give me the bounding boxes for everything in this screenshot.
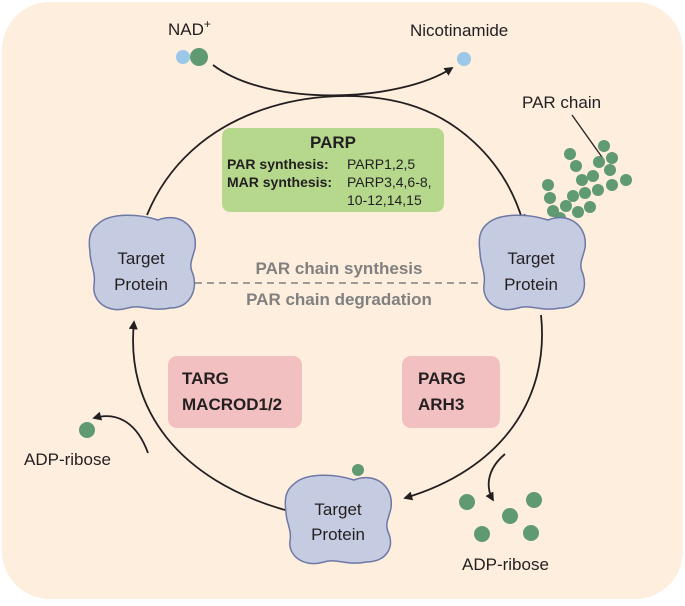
par-synthesis-label: PAR synthesis:	[227, 156, 329, 172]
parp-box: PARP PAR synthesis: PARP1,2,5 MAR synthe…	[222, 128, 444, 212]
right-target-protein: Target Protein	[478, 214, 586, 311]
bottom-protein-line1: Target	[314, 500, 362, 519]
par-chain-label: PAR chain	[522, 93, 601, 112]
right-protein-line2: Protein	[504, 275, 558, 294]
adp-ribose-release-left-arrow	[92, 411, 149, 454]
par-chain-bead	[542, 179, 554, 191]
targ-box: TARG MACROD1/2	[168, 356, 302, 428]
par-chain-bead	[606, 152, 618, 164]
par-chain-bead	[572, 206, 584, 218]
par-chain-bead	[579, 187, 591, 199]
adp-ribose-left-label: ADP-ribose	[24, 450, 111, 469]
background-panel	[2, 2, 683, 599]
free-adp-ribose-bead	[459, 494, 475, 510]
bottom-protein-line2: Protein	[311, 525, 365, 544]
bottom-target-protein: Target Protein	[284, 464, 392, 565]
par-chain-bead	[604, 164, 616, 176]
nad-conversion-arrow	[212, 64, 454, 97]
free-adp-ribose-bead	[523, 525, 539, 541]
nad-nicotinamide-bead	[176, 50, 190, 64]
parg-box: PARG ARH3	[402, 356, 500, 428]
adp-ribose-release-right-arrow	[485, 453, 506, 502]
adp-ribose-right-beads	[459, 492, 542, 542]
par-chain-bead	[576, 174, 588, 186]
parg-degradation-arrow	[403, 314, 543, 501]
degradation-label: PAR chain degradation	[246, 290, 432, 309]
nicotinamide-label: Nicotinamide	[410, 21, 508, 40]
adp-ribose-right-label: ADP-ribose	[462, 555, 549, 574]
par-chain-pointer	[571, 114, 605, 161]
targ-line1: TARG	[182, 369, 229, 388]
free-adp-ribose-bead	[526, 492, 542, 508]
left-protein-line2: Protein	[114, 275, 168, 294]
par-chain-bead	[544, 192, 556, 204]
par-chain-bead	[592, 184, 604, 196]
mar-synthesis-label: MAR synthesis:	[227, 174, 332, 190]
targ-line2: MACROD1/2	[182, 395, 282, 414]
par-chain-bead	[587, 170, 599, 182]
par-chain-bead	[606, 179, 618, 191]
nad-adp-ribose-bead	[190, 48, 208, 66]
par-chain-bead	[593, 156, 605, 168]
mono-adp-ribose-bead	[352, 464, 364, 476]
par-chain-bead	[567, 190, 579, 202]
mar-synthesis-value-line2: 10-12,14,15	[347, 192, 422, 208]
left-target-protein: Target Protein	[88, 214, 196, 311]
parg-line1: PARG	[418, 369, 466, 388]
free-adp-ribose-bead	[502, 508, 518, 524]
par-chain-bead	[584, 201, 596, 213]
mar-synthesis-value-line1: PARP3,4,6-8,	[347, 174, 432, 190]
left-protein-line1: Target	[117, 249, 165, 268]
par-chain-bead	[564, 148, 576, 160]
par-chain-bead	[560, 200, 572, 212]
par-chain-bead	[620, 174, 632, 186]
right-protein-line1: Target	[507, 249, 555, 268]
free-adp-ribose-bead	[474, 526, 490, 542]
synthesis-arc-arrow	[146, 95, 526, 224]
parp-title: PARP	[310, 133, 356, 152]
nicotinamide-bead	[457, 52, 471, 66]
par-chain-bead	[547, 205, 559, 217]
par-synthesis-value: PARP1,2,5	[347, 156, 415, 172]
nad-label: NAD+	[168, 17, 211, 39]
parg-line2: ARH3	[418, 395, 464, 414]
synthesis-label: PAR chain synthesis	[256, 259, 423, 278]
targ-degradation-arrow	[128, 320, 286, 511]
par-chain-bead	[570, 160, 582, 172]
par-chain-bead	[598, 140, 610, 152]
adp-ribose-left-bead	[79, 422, 95, 438]
